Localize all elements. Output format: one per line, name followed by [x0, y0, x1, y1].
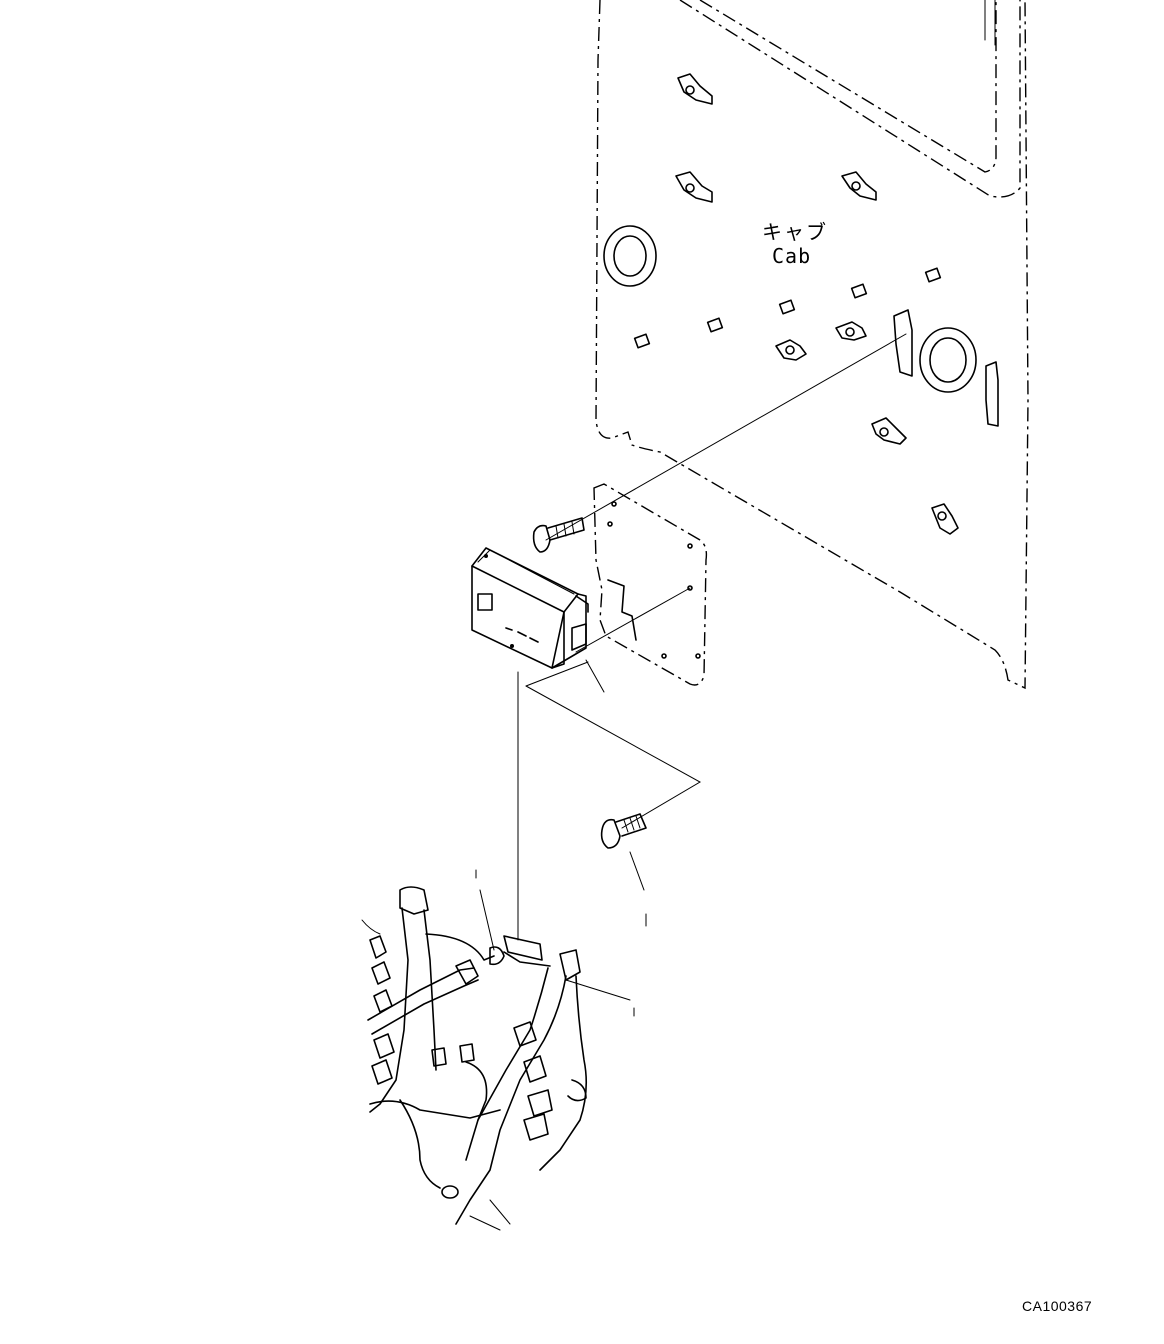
mounting-bracket-plate [593, 483, 708, 686]
bolt [600, 813, 647, 849]
cab-label-jp: キャブ [762, 220, 828, 244]
assembly-lines [475, 333, 907, 1017]
cab-panel [595, 0, 1029, 690]
controller-unit [471, 547, 589, 669]
drawing-id: CA100367 [1022, 1298, 1093, 1314]
wiring-harness [361, 886, 588, 1231]
cab-label-en: Cab [772, 244, 812, 268]
bolt [532, 517, 585, 553]
